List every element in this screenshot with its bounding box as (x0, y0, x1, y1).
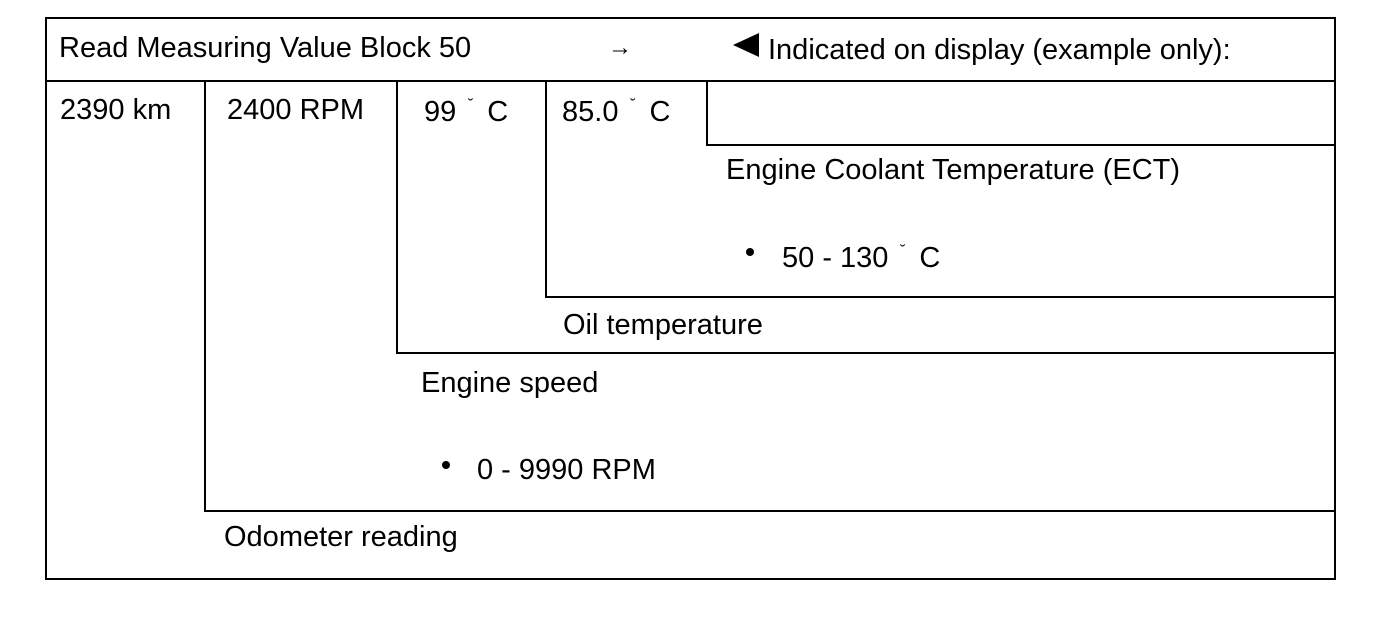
oil-temp-label: Oil temperature (563, 309, 763, 341)
triangle-left-icon (733, 33, 759, 57)
bullet-icon (442, 461, 450, 469)
header-divider (45, 80, 1336, 82)
engine-speed-bracket-line (396, 80, 398, 354)
ect-range: 50 - 130 ˘ C (782, 242, 940, 274)
oil-temp-value: 99 ˘ C (424, 96, 508, 128)
ect-range-unit: C (919, 242, 941, 274)
right-arrow-icon: → (608, 34, 632, 61)
oil-temp-bracket-line (545, 80, 547, 298)
ect-bracket-bottom (706, 144, 1336, 146)
engine-speed-value: 2400 RPM (227, 94, 365, 126)
engine-speed-range: 0 - 9990 RPM (477, 454, 656, 486)
oil-temp-number: 99 (424, 96, 457, 128)
engine-speed-bracket-bottom (396, 352, 1336, 354)
ect-bracket-line (706, 80, 708, 146)
ect-unit: C (649, 96, 671, 128)
oil-temp-unit: C (487, 96, 509, 128)
degree-icon: ˘ (900, 242, 906, 259)
indicated-label: Indicated on display (example only): (768, 34, 1231, 66)
ect-label: Engine Coolant Temperature (ECT) (726, 154, 1181, 186)
degree-icon: ˘ (468, 96, 474, 113)
oil-temp-bracket-bottom (545, 296, 1336, 298)
block-title: Read Measuring Value Block 50 (59, 32, 472, 64)
odometer-label: Odometer reading (224, 521, 458, 553)
ect-number: 85.0 (562, 96, 619, 128)
odometer-bracket-line (204, 80, 206, 512)
ect-range-value: 50 - 130 (782, 242, 889, 274)
odometer-bracket-bottom (204, 510, 1336, 512)
degree-icon: ˘ (630, 96, 636, 113)
odometer-value: 2390 km (60, 94, 172, 126)
diagram-frame (45, 17, 1336, 580)
bullet-icon (746, 248, 754, 256)
engine-speed-label: Engine speed (421, 367, 599, 399)
ect-value: 85.0 ˘ C (562, 96, 670, 128)
